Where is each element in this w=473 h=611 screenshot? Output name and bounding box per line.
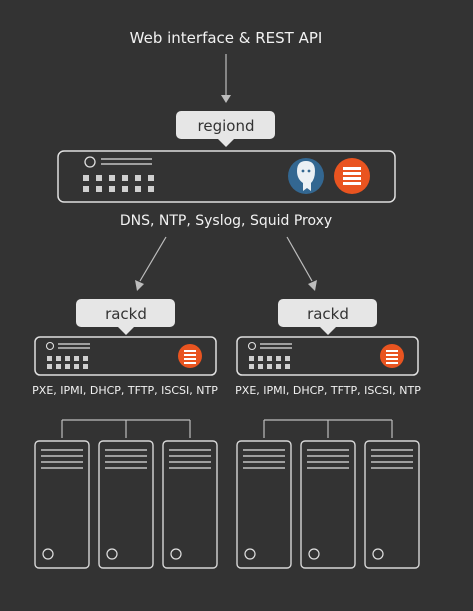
machine-connectors-right	[263, 419, 393, 438]
machine-connectors-left	[61, 419, 191, 438]
regiond-label: regiond	[198, 117, 255, 135]
power-button-icon	[372, 548, 384, 560]
regiond-pill: regiond	[176, 111, 275, 147]
api-arrow	[221, 54, 231, 103]
power-indicator-icon	[247, 341, 257, 351]
rackd-label-left: rackd	[105, 305, 147, 323]
ubuntu-stack-icon	[380, 344, 404, 368]
power-button-icon	[106, 548, 118, 560]
rack-arrow-left	[135, 236, 167, 291]
rackd-pill-left: rackd	[76, 299, 175, 335]
rack-services-label-right: PXE, IPMI, DHCP, TFTP, ISCSI, NTP	[235, 384, 421, 397]
rack-controller-right: rackd PX	[235, 299, 421, 569]
machine-right-3	[364, 440, 420, 569]
rack-server-right	[236, 336, 419, 376]
machine-left-3	[162, 440, 218, 569]
ubuntu-stack-icon	[178, 344, 202, 368]
region-services-label: DNS, NTP, Syslog, Squid Proxy	[120, 213, 332, 229]
drive-bay-grid	[83, 175, 154, 192]
region-controller-server	[57, 150, 396, 203]
power-button-icon	[244, 548, 256, 560]
power-indicator-icon	[84, 156, 96, 168]
web-interface-label: Web interface & REST API	[130, 29, 323, 47]
machine-right-2	[300, 440, 356, 569]
power-indicator-icon	[45, 341, 55, 351]
rack-arrow-right	[286, 236, 317, 291]
power-button-icon	[42, 548, 54, 560]
rackd-pill-right: rackd	[278, 299, 377, 335]
rack-server-left	[34, 336, 217, 376]
machine-right-1	[236, 440, 292, 569]
machine-left-2	[98, 440, 154, 569]
ubuntu-stack-icon	[334, 158, 370, 194]
machine-left-1	[34, 440, 90, 569]
power-button-icon	[170, 548, 182, 560]
rack-controller-left: rackd PX	[32, 299, 218, 569]
postgresql-icon	[288, 158, 324, 194]
rackd-label-right: rackd	[307, 305, 349, 323]
power-button-icon	[308, 548, 320, 560]
rack-services-label-left: PXE, IPMI, DHCP, TFTP, ISCSI, NTP	[32, 384, 218, 397]
